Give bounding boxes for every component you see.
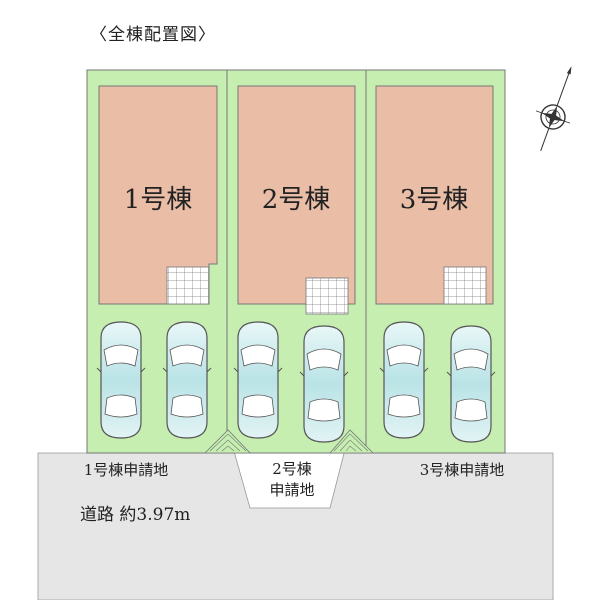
building-2-label: 2号棟 [262,185,331,215]
car-icon [299,325,349,443]
entrance-porch-3 [443,266,487,305]
entrance-1 [204,429,251,454]
entrance-2 [329,429,374,454]
building-2 [237,85,356,315]
building-3-label: 3号棟 [400,185,469,215]
lot-3-label: 3号棟申請地 [420,461,505,479]
building-1 [98,85,218,305]
car-icon [446,325,496,443]
compass-north-icon [535,66,572,151]
lot-1-label: 1号棟申請地 [84,461,169,479]
road-label: 道路 約3.97m [80,505,190,525]
car-icon [379,321,429,439]
building-3 [375,85,494,305]
building-1-label: 1号棟 [124,185,193,215]
entrance-porch-2 [305,277,349,315]
car-icon [162,321,212,439]
page-title: 〈全棟配置図〉 [90,25,216,45]
car-icon [233,321,283,439]
lot-2-label-line2: 申請地 [269,481,314,499]
lot-2-label-line1: 2号棟 [272,460,312,478]
car-icon [96,321,146,439]
entrance-porch-1 [166,266,210,305]
